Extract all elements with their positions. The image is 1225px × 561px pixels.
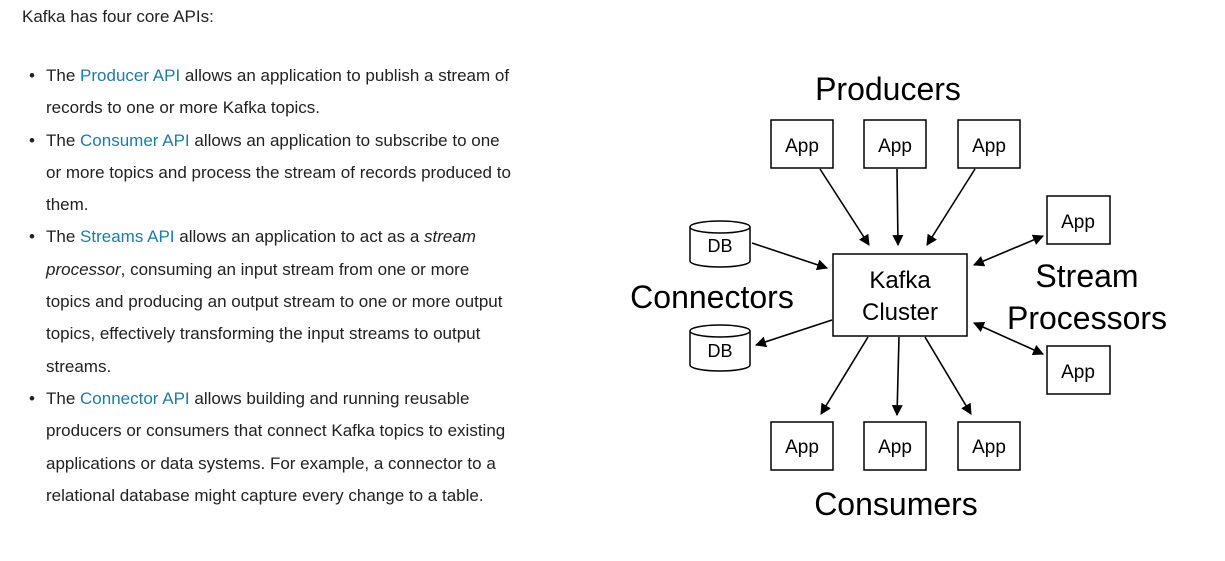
- bullet-icon: •: [29, 227, 35, 247]
- connector-api-link[interactable]: Connector API: [80, 388, 190, 408]
- list-item-streams: • The Streams API allows an application …: [22, 221, 512, 382]
- api-list: • The Producer API allows an application…: [22, 60, 512, 512]
- app-label: App: [878, 437, 912, 458]
- list-item-connector: • The Connector API allows building and …: [22, 383, 512, 512]
- arrow-producer-3: [926, 168, 976, 246]
- diagram-arrows: [751, 168, 1045, 417]
- item-prefix: The: [46, 66, 81, 85]
- stream-label-line2: Processors: [1007, 300, 1167, 336]
- app-label: App: [1061, 362, 1095, 383]
- producers-label: Producers: [815, 71, 961, 107]
- list-item-producer: • The Producer API allows an application…: [22, 60, 512, 125]
- intro-text: Kafka has four core APIs:: [22, 7, 214, 26]
- arrow-db-out: [754, 319, 833, 348]
- connectors-label: Connectors: [630, 279, 794, 315]
- database-icon: DB: [689, 324, 751, 372]
- arrow-db-in: [751, 242, 829, 271]
- item-text: allows an application to publish a strea…: [46, 66, 510, 118]
- arrow-consumer-1: [820, 336, 869, 415]
- arrow-stream-bottom: [972, 322, 1045, 355]
- app-label: App: [1061, 212, 1095, 233]
- database-icon: DB: [689, 220, 751, 268]
- db-label: DB: [707, 236, 732, 256]
- stream-processor-emphasis: stream processor: [46, 227, 476, 279]
- item-text: , consuming an input stream from one or …: [46, 259, 503, 376]
- cluster-label-line2: Cluster: [862, 299, 938, 326]
- kafka-cluster-box: Kafka Cluster: [832, 253, 968, 337]
- consumers-label: Consumers: [814, 486, 978, 522]
- item-prefix: The: [46, 227, 81, 247]
- item-text: allows building and running reusable pro…: [46, 388, 506, 505]
- app-label: App: [972, 136, 1006, 157]
- producer-app-2: App: [863, 119, 927, 169]
- stream-app-1: App: [1046, 195, 1111, 245]
- arrow-consumer-3: [924, 336, 972, 415]
- producer-api-link[interactable]: Producer API: [80, 66, 181, 85]
- app-label: App: [878, 136, 912, 157]
- arrow-consumer-2: [891, 336, 903, 417]
- consumer-app-3: App: [957, 421, 1021, 471]
- consumer-api-link[interactable]: Consumer API: [80, 130, 190, 150]
- list-item-consumer: • The Consumer API allows an application…: [22, 125, 512, 222]
- item-text: allows an application to subscribe to on…: [46, 130, 511, 215]
- producer-app-3: App: [957, 119, 1021, 169]
- streams-api-link[interactable]: Streams API: [80, 227, 175, 247]
- app-label: App: [785, 136, 819, 157]
- app-label: App: [785, 437, 819, 458]
- app-label: App: [972, 437, 1006, 458]
- arrow-producer-2: [892, 168, 904, 247]
- stream-label-line1: Stream: [1035, 258, 1138, 294]
- bullet-icon: •: [29, 388, 35, 408]
- bullet-icon: •: [29, 130, 35, 150]
- db-label: DB: [707, 341, 732, 361]
- bullet-icon: •: [29, 66, 35, 85]
- consumer-app-2: App: [863, 421, 927, 471]
- item-prefix: The: [46, 130, 81, 150]
- consumer-app-1: App: [770, 421, 834, 471]
- arrow-stream-top: [972, 234, 1045, 267]
- item-prefix: The: [46, 388, 81, 408]
- stream-app-2: App: [1046, 345, 1111, 395]
- arrow-producer-1: [819, 168, 870, 246]
- producer-app-1: App: [770, 119, 834, 169]
- cluster-label-line1: Kafka: [869, 267, 931, 294]
- item-text: allows an application to act as a: [174, 227, 424, 247]
- kafka-diagram: Producers Consumers Connectors Stream Pr…: [630, 71, 1167, 522]
